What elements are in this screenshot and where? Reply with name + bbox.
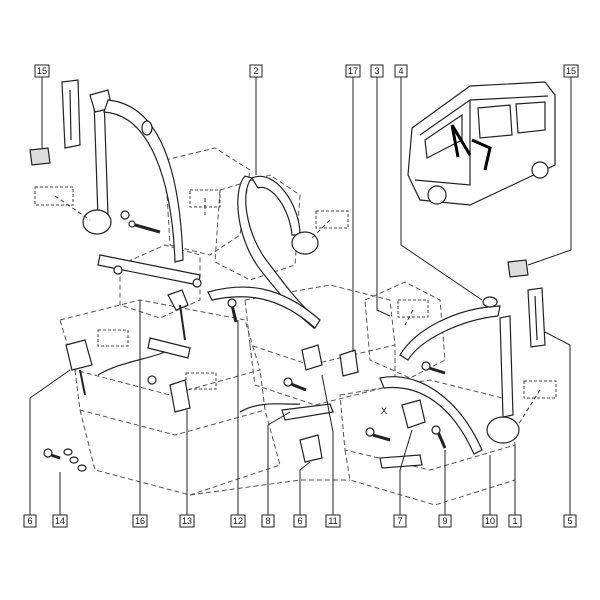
callout-12: 12: [230, 514, 246, 528]
guide-lines: [54, 195, 541, 426]
callout-15-top-left: 15: [34, 64, 50, 78]
callout-7: 7: [393, 514, 407, 528]
dimension-x-mark: X: [381, 406, 387, 416]
callout-10: 10: [482, 514, 498, 528]
callout-15-top-right: 15: [563, 64, 579, 78]
svg-text:4: 4: [398, 66, 403, 76]
fixing-kit-parts: [43, 448, 87, 472]
svg-text:17: 17: [348, 66, 358, 76]
svg-text:7: 7: [397, 516, 402, 526]
callout-3: 3: [370, 64, 384, 78]
svg-text:13: 13: [182, 516, 192, 526]
svg-text:2: 2: [253, 66, 258, 76]
callout-16: 16: [132, 514, 148, 528]
van-illustration: [407, 81, 556, 206]
svg-text:5: 5: [567, 516, 572, 526]
left-belt-assembly: [29, 79, 202, 288]
center-belt-assembly: [65, 175, 359, 421]
svg-text:16: 16: [135, 516, 145, 526]
svg-text:11: 11: [328, 516, 337, 526]
svg-text:14: 14: [55, 516, 65, 526]
callout-4: 4: [394, 64, 408, 78]
svg-text:1: 1: [512, 516, 517, 526]
callout-17: 17: [345, 64, 361, 78]
svg-text:15: 15: [566, 66, 576, 76]
callout-11: 11: [325, 514, 341, 528]
svg-text:6: 6: [297, 516, 302, 526]
callout-2: 2: [249, 64, 263, 78]
svg-text:10: 10: [485, 516, 495, 526]
svg-text:15: 15: [37, 66, 47, 76]
svg-text:6: 6: [27, 516, 32, 526]
callout-13: 13: [179, 514, 195, 528]
callout-14: 14: [52, 514, 68, 528]
right-belt-assembly: [147, 259, 546, 469]
callout-9: 9: [438, 514, 452, 528]
callout-1: 1: [508, 514, 522, 528]
callout-5: 5: [563, 514, 577, 528]
svg-text:12: 12: [233, 516, 243, 526]
leader-lines: [29, 77, 572, 520]
svg-text:3: 3: [374, 66, 379, 76]
callout-6-center: 6: [293, 514, 307, 528]
callout-6-left: 6: [23, 514, 37, 528]
svg-text:8: 8: [265, 516, 270, 526]
callout-8: 8: [261, 514, 275, 528]
svg-text:9: 9: [442, 516, 447, 526]
